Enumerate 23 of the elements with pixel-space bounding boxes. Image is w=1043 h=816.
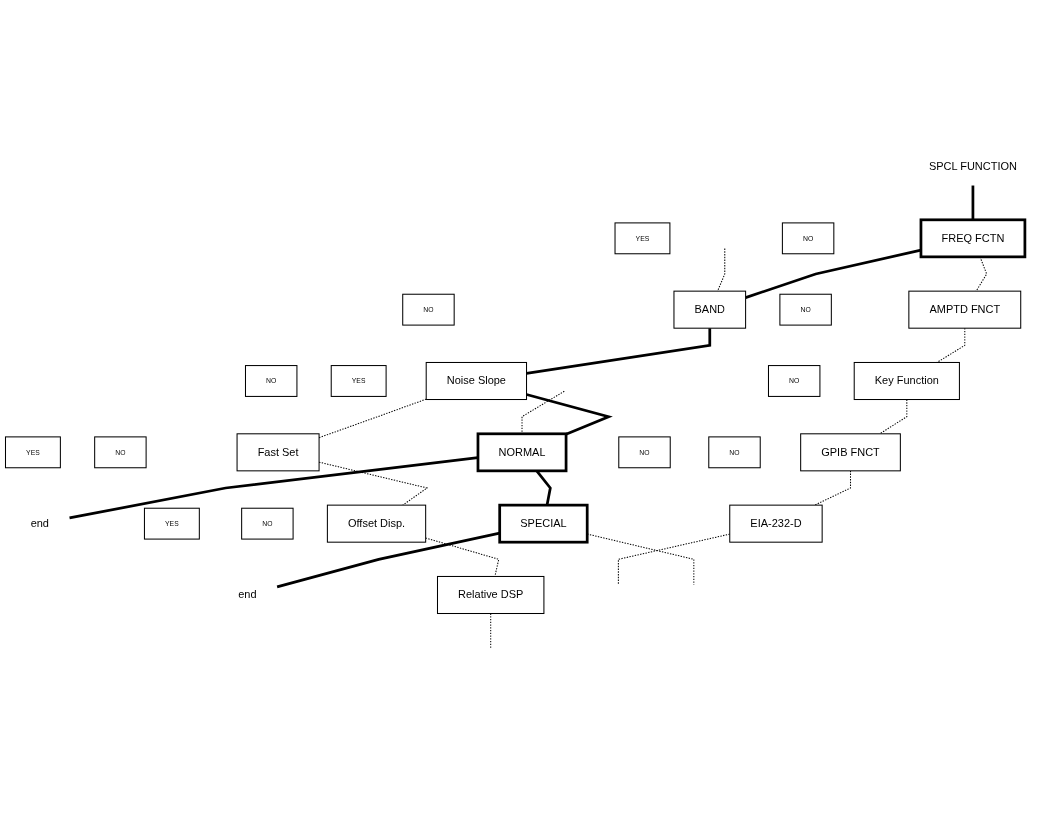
node-box: GPIB FNCT <box>800 432 901 471</box>
connector <box>425 537 500 577</box>
connector <box>936 327 966 363</box>
node-box: SPECIAL <box>498 503 589 544</box>
node-box: Fast Set <box>236 432 320 471</box>
node-text: end <box>238 588 257 601</box>
node-box: NORMAL <box>476 432 568 472</box>
connector <box>521 390 565 434</box>
node-box: Key Function <box>853 361 960 400</box>
connector <box>971 185 975 220</box>
connector <box>526 327 712 375</box>
node-box: EIA-232-D <box>729 504 823 543</box>
node-box: Noise Slope <box>425 361 528 400</box>
connector <box>276 531 500 588</box>
node-box: BAND <box>673 290 747 329</box>
node-box: Offset Disp. <box>326 504 427 543</box>
node-text: SPCL FUNCTION <box>928 160 1017 173</box>
node-box: Relative DSP <box>437 575 545 614</box>
connector <box>717 247 726 292</box>
node-text: end <box>30 517 49 529</box>
connector <box>526 392 613 435</box>
node-box: FREQ FCTN <box>919 218 1027 258</box>
node-box: AMPTD FNCT <box>908 290 1022 329</box>
